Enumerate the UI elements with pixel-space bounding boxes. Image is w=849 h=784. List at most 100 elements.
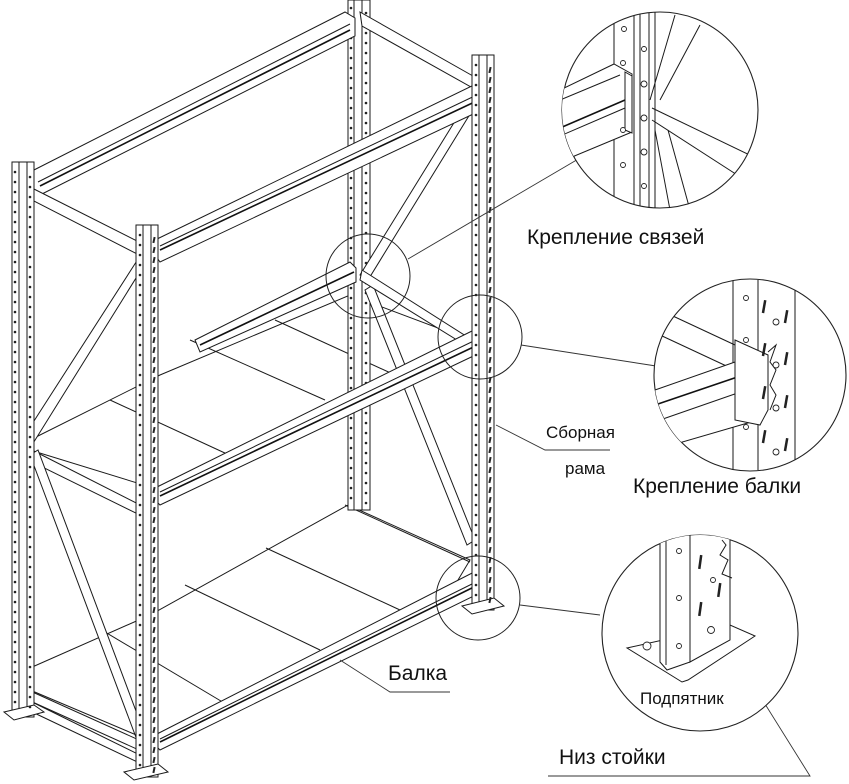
perforation-hole: [364, 311, 368, 315]
perforation-slot: [488, 196, 492, 204]
perforation-hole: [138, 613, 142, 617]
perforation-slot: [761, 386, 767, 400]
perforation-hole: [349, 256, 353, 260]
perforation-hole: [138, 423, 142, 427]
perforation-hole: [364, 351, 368, 355]
perforation-slot: [488, 426, 492, 434]
perforation-hole: [13, 270, 17, 274]
perforation-slot: [488, 256, 492, 264]
perforation-slot: [488, 306, 492, 314]
perforation-hole: [138, 483, 142, 487]
perforation-hole: [364, 471, 368, 475]
perforation-hole: [138, 363, 142, 367]
perforation-slot: [152, 326, 156, 334]
perforation-hole: [474, 113, 478, 117]
perforation-slot: [152, 436, 156, 444]
perforation-hole: [474, 243, 478, 247]
perforation-hole: [138, 733, 142, 737]
perforation-hole: [13, 660, 17, 664]
perforation-slot: [152, 626, 156, 634]
perforation-hole: [138, 343, 142, 347]
perforation-slot: [488, 156, 492, 164]
perforation-hole: [474, 63, 478, 67]
perforation-slot: [152, 576, 156, 584]
perforation-hole: [138, 413, 142, 417]
perforation-hole: [138, 533, 142, 537]
perforation-hole: [13, 690, 17, 694]
perforation-hole: [138, 663, 142, 667]
perforation-hole: [28, 695, 32, 699]
perforation-slot: [783, 437, 789, 452]
perforation-slot: [152, 476, 156, 484]
perforation-hole: [474, 453, 478, 457]
perforation-slot: [152, 546, 156, 554]
perforation-hole: [28, 585, 32, 589]
perforation-slot: [488, 456, 492, 464]
perforation-hole: [28, 705, 32, 709]
perforation-hole: [474, 403, 478, 407]
perforation-slot: [152, 236, 156, 244]
perforation-hole: [349, 216, 353, 220]
perforation-slot: [488, 176, 492, 184]
perforation-hole: [13, 170, 17, 174]
perforation-hole: [28, 535, 32, 539]
perforation-slot: [488, 96, 492, 104]
perforation-hole: [364, 411, 368, 415]
perforation-hole: [364, 221, 368, 225]
perforation-hole: [13, 460, 17, 464]
perforation-hole: [349, 56, 353, 60]
perforation-hole: [474, 583, 478, 587]
perforation-hole: [13, 680, 17, 684]
perforation-hole: [28, 275, 32, 279]
upright-bottom-marker-circle: [435, 555, 521, 641]
perforation-hole: [28, 595, 32, 599]
perforation-hole: [28, 255, 32, 259]
perforation-slot: [152, 556, 156, 564]
brace-joint-detail: [561, 11, 759, 209]
perforation-slot: [488, 106, 492, 114]
perforation-hole: [349, 136, 353, 140]
perforation-slot: [152, 676, 156, 684]
perforation-hole: [364, 101, 368, 105]
perforation-slot: [488, 576, 492, 584]
perforation-hole: [474, 563, 478, 567]
perforation-hole: [349, 6, 353, 10]
upright-bottom-label: Низ стойки: [559, 746, 666, 769]
perforation-hole: [364, 301, 368, 305]
perforation-slot: [152, 386, 156, 394]
top-left-cross-beam: [27, 185, 146, 259]
perforation-hole: [474, 123, 478, 127]
perforation-hole: [474, 463, 478, 467]
perforation-hole: [138, 593, 142, 597]
perforation-slot: [488, 376, 492, 384]
perforation-slot: [152, 606, 156, 614]
perforation-slot: [488, 146, 492, 154]
perforation-hole: [13, 470, 17, 474]
brace-joint-label: Крепление связей: [527, 226, 704, 249]
perforation-slot: [152, 376, 156, 384]
perforation-slot: [152, 736, 156, 744]
perforation-slot: [761, 430, 767, 444]
perforation-hole: [138, 693, 142, 697]
perforation-hole: [13, 620, 17, 624]
perforation-slot: [488, 526, 492, 534]
perforation-hole: [349, 106, 353, 110]
perforation-hole: [474, 373, 478, 377]
perforation-hole: [474, 233, 478, 237]
perforation-slot: [152, 666, 156, 674]
perforation-hole: [349, 116, 353, 120]
perforation-slot: [488, 596, 492, 604]
perforation-hole: [13, 700, 17, 704]
perforation-hole: [138, 253, 142, 257]
perforation-hole: [138, 443, 142, 447]
perforation-hole: [364, 491, 368, 495]
perforation-slot: [488, 86, 492, 94]
perforation-hole: [13, 610, 17, 614]
beam-joint-detail: [653, 278, 847, 472]
back-right-upright: [347, 0, 371, 511]
back-left-upright: [2, 161, 46, 721]
perforation-slot: [152, 646, 156, 654]
perforation-slot: [152, 366, 156, 374]
perforation-hole: [138, 633, 142, 637]
perforation-slot: [488, 76, 492, 84]
